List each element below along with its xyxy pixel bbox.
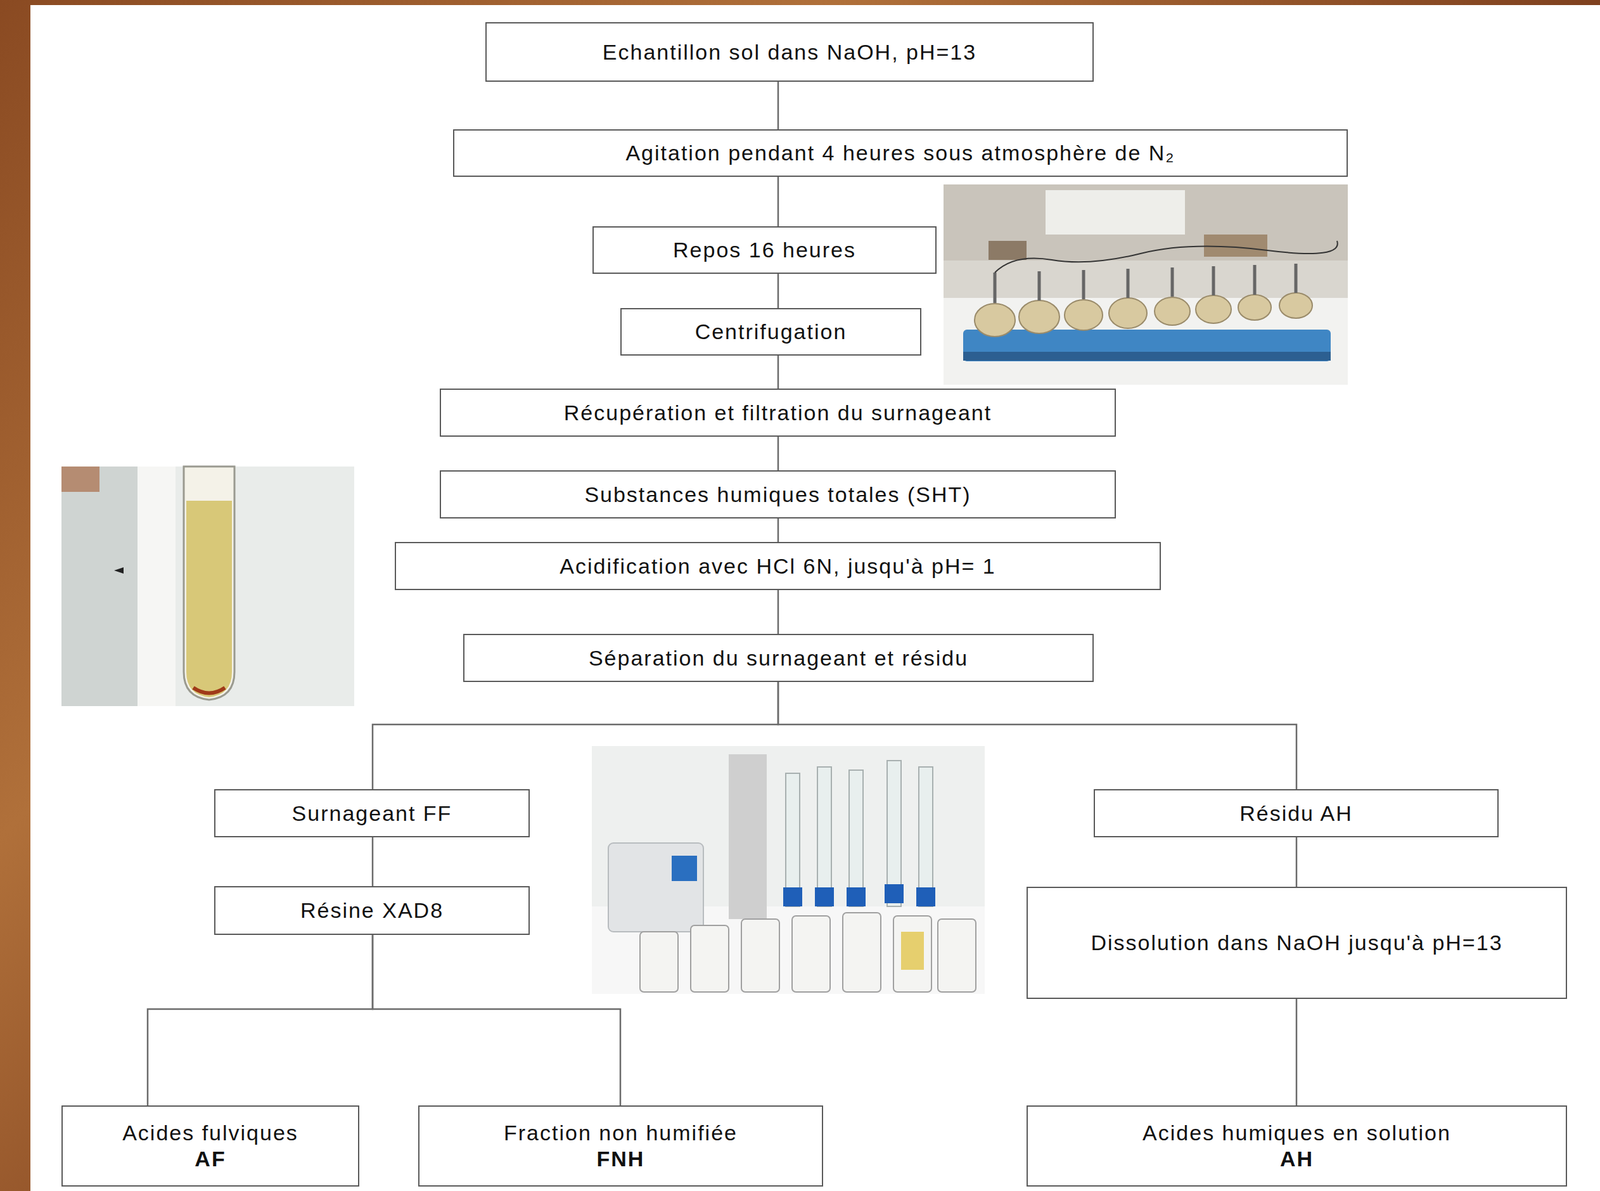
connector-line: [777, 176, 780, 227]
connector-line: [371, 837, 374, 886]
box-label: AH: [1280, 1145, 1314, 1172]
process-box: Surnageant FF: [214, 788, 530, 838]
box-label: FNH: [596, 1145, 646, 1172]
connector-line: [777, 355, 780, 389]
connector-line: [777, 81, 780, 130]
box-label: Repos 16 heures: [672, 236, 857, 263]
box-label: AF: [194, 1145, 226, 1172]
box-label: Agitation pendant 4 heures sous atmosphè…: [625, 140, 1175, 167]
connector-line: [777, 273, 780, 308]
connector-line: [372, 934, 621, 1106]
connector-line: [777, 518, 780, 542]
process-box: Dissolution dans NaOH jusqu'à pH=13: [1026, 886, 1568, 999]
process-box: Récupération et filtration du surnageant: [439, 388, 1116, 437]
process-box: Résine XAD8: [214, 885, 530, 935]
process-box: Séparation du surnageant et résidu: [463, 633, 1094, 682]
process-box: Repos 16 heures: [592, 226, 937, 274]
connector-line: [778, 681, 1297, 789]
process-box: Fraction non humifiéeFNH: [418, 1105, 824, 1187]
lab-photo-tube: [61, 466, 355, 706]
box-label: Séparation du surnageant et résidu: [588, 645, 969, 672]
process-box: Echantillon sol dans NaOH, pH=13: [485, 22, 1094, 82]
box-label: Acides fulviques: [122, 1119, 299, 1146]
box-label: Centrifugation: [695, 318, 848, 345]
box-label: Echantillon sol dans NaOH, pH=13: [602, 39, 977, 66]
box-label: Fraction non humifiée: [503, 1119, 738, 1146]
connector-line: [1295, 998, 1298, 1106]
connector-line: [147, 934, 373, 1106]
box-label: Résine XAD8: [300, 897, 444, 924]
lab-photo-columns: [591, 745, 985, 994]
box-label: Dissolution dans NaOH jusqu'à pH=13: [1090, 916, 1503, 969]
process-box: Substances humiques totales (SHT): [439, 470, 1116, 519]
box-label: Résidu AH: [1239, 800, 1353, 827]
connector-line: [777, 436, 780, 471]
connector-line: [777, 589, 780, 634]
process-box: Résidu AH: [1093, 788, 1499, 838]
process-box: Acidification avec HCl 6N, jusqu'à pH= 1: [394, 541, 1161, 590]
process-box: Acides humiques en solutionAH: [1026, 1105, 1568, 1187]
box-label: Acidification avec HCl 6N, jusqu'à pH= 1: [559, 553, 996, 580]
lab-photo-stirrers: [943, 184, 1348, 385]
box-label: Acides humiques en solution: [1142, 1119, 1452, 1146]
process-box: Centrifugation: [620, 307, 922, 356]
process-box: Acides fulviquesAF: [61, 1105, 360, 1187]
process-box: Agitation pendant 4 heures sous atmosphè…: [453, 129, 1348, 177]
box-label: Récupération et filtration du surnageant: [563, 399, 992, 426]
connector-line: [1295, 837, 1298, 887]
box-label: Surnageant FF: [292, 800, 453, 827]
box-label: Substances humiques totales (SHT): [584, 481, 971, 508]
connector-line: [372, 681, 779, 789]
